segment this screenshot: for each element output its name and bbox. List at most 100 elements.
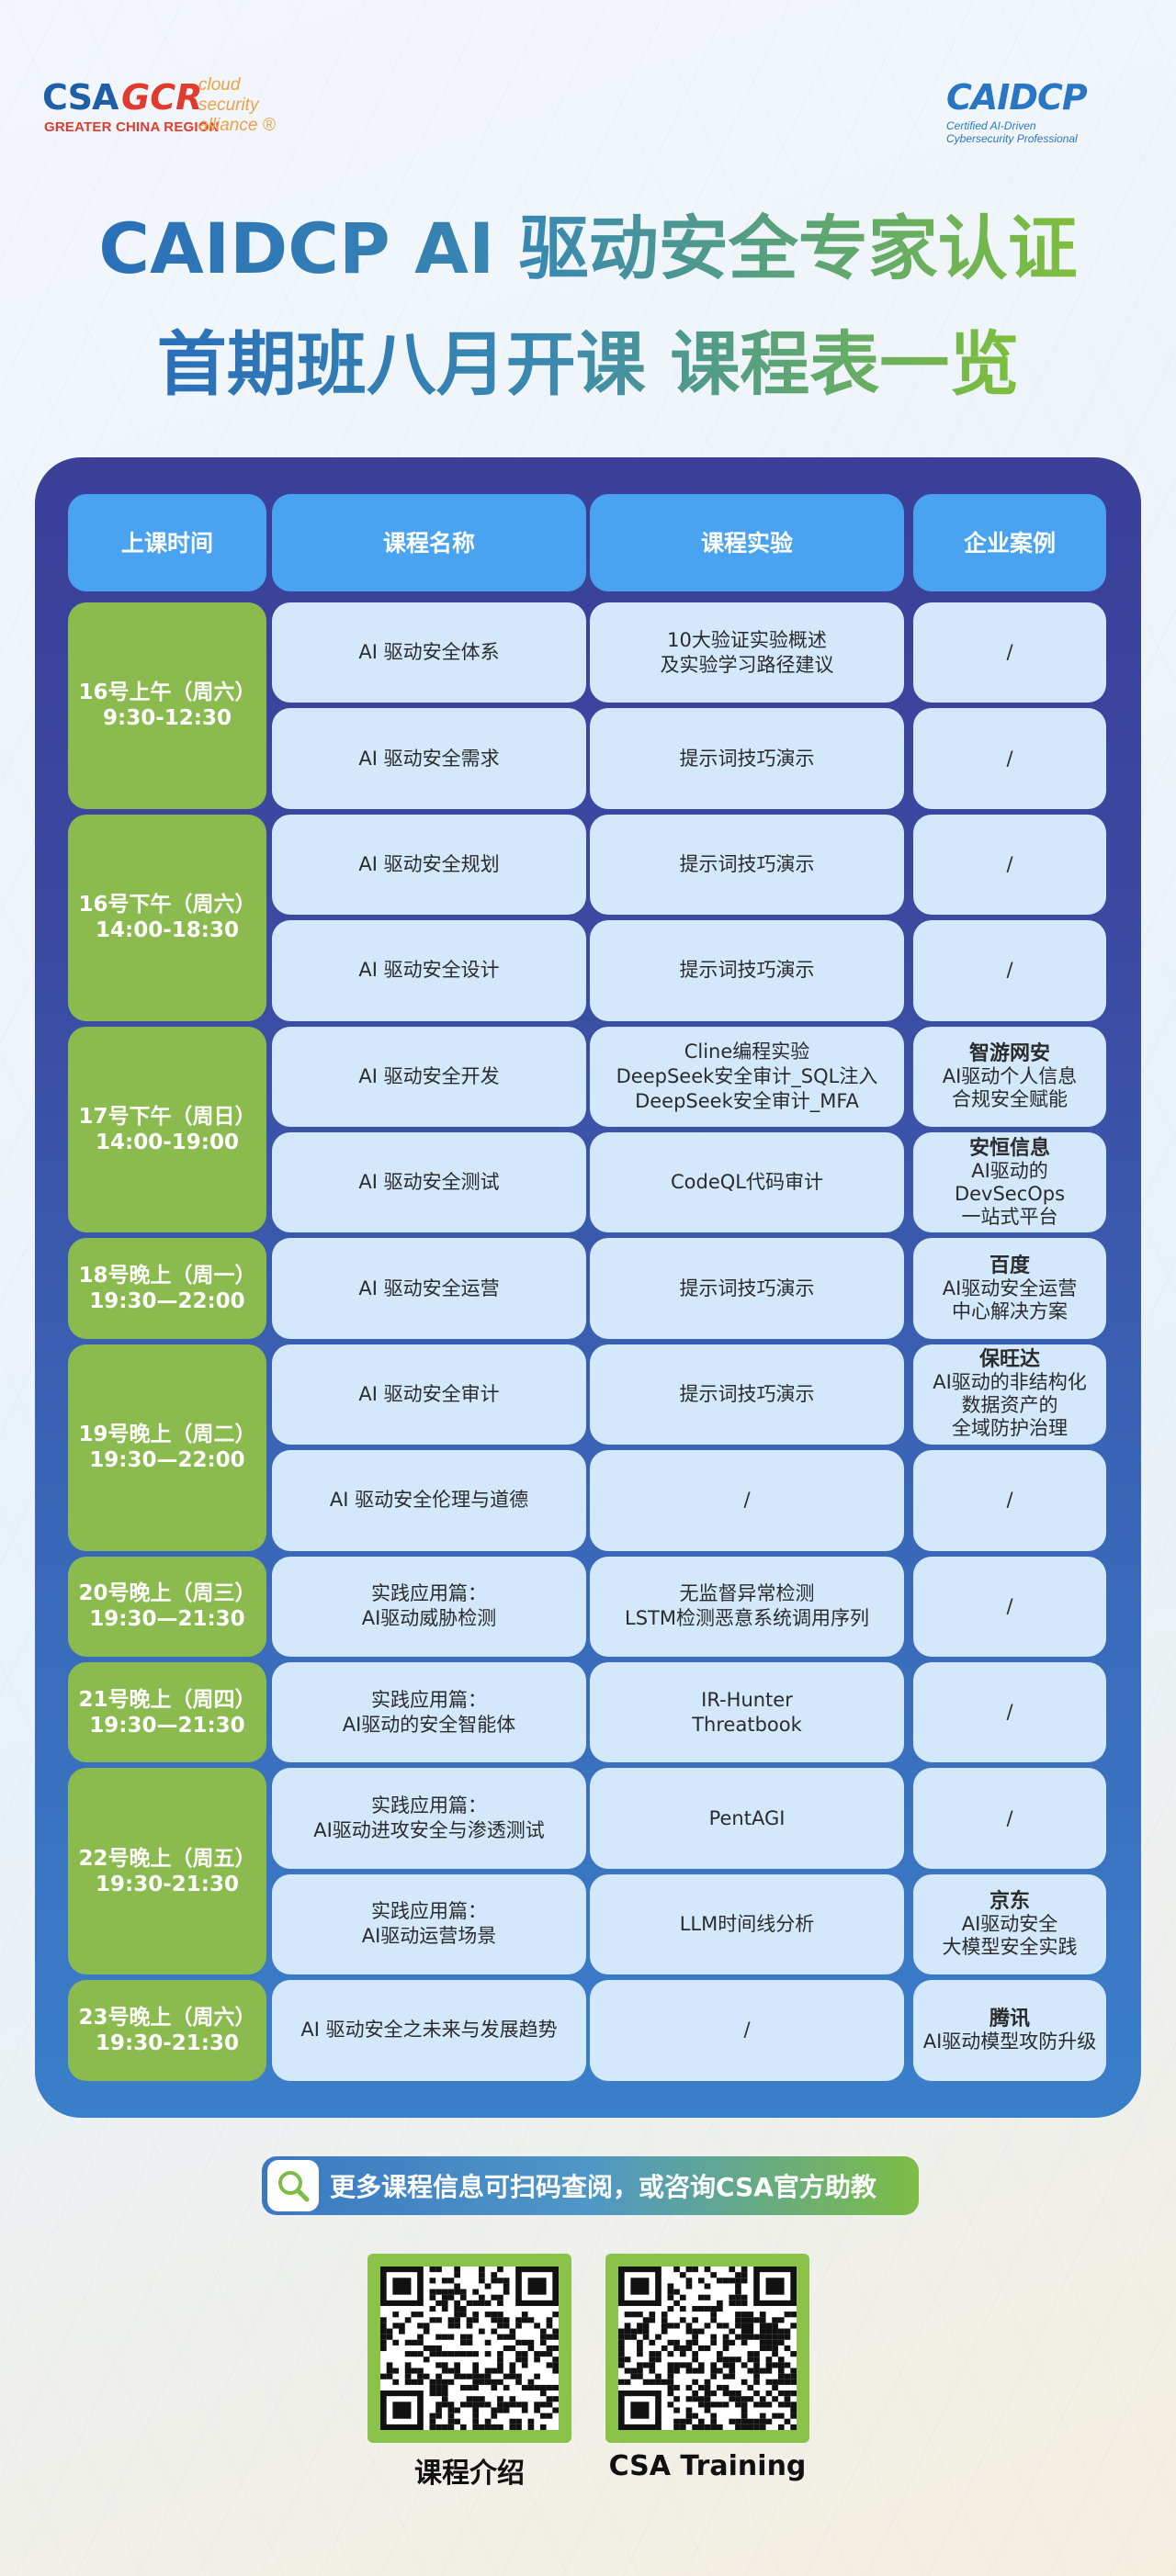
header-lab: 课程实验: [590, 494, 904, 591]
course-name: 实践应用篇： AI驱动进攻安全与渗透测试: [272, 1768, 586, 1869]
enterprise-case: /: [913, 1450, 1106, 1551]
caidcp-caption-line: Cybersecurity Professional: [946, 132, 1078, 145]
course-lab: 提示词技巧演示: [590, 1344, 904, 1445]
case-description: /: [1006, 747, 1013, 770]
logo-gcr-text: GCR: [121, 77, 203, 118]
qr-code-icon: [380, 2267, 559, 2430]
qr-code-icon: [618, 2267, 797, 2430]
banner-text: 更多课程信息可扫码查阅，或咨询CSA官方助教: [330, 2172, 876, 2202]
case-description: AI驱动安全运营 中心解决方案: [942, 1277, 1078, 1322]
logo-side-line: alliance ®: [198, 116, 276, 135]
course-name: AI 驱动安全运营: [272, 1238, 586, 1339]
logo-side-line: security: [198, 96, 259, 115]
case-description: /: [1006, 1806, 1013, 1829]
enterprise-case: /: [913, 1556, 1106, 1657]
case-company: 安恒信息: [968, 1136, 1050, 1160]
caidcp-logo: CAIDCP Certified AI-Driven Cybersecurity…: [946, 77, 1148, 151]
course-lab: 提示词技巧演示: [590, 708, 904, 809]
time-slot: 23号晚上（周六） 19:30-21:30: [68, 1980, 266, 2081]
case-description: AI驱动的非结构化 数据资产的 全域防护治理: [933, 1371, 1087, 1440]
enterprise-case: /: [913, 1768, 1106, 1869]
case-company: 智游网安: [968, 1041, 1050, 1065]
time-slot: 18号晚上（周一） 19:30—22:00: [68, 1238, 266, 1339]
caidcp-caption-line: Certified AI-Driven: [946, 119, 1036, 132]
course-lab: 10大验证实验概述 及实验学习路径建议: [590, 602, 904, 703]
case-description: /: [1006, 1594, 1013, 1617]
course-name: AI 驱动安全规划: [272, 814, 586, 916]
enterprise-case: /: [913, 920, 1106, 1021]
enterprise-case: /: [913, 602, 1106, 703]
course-lab: CodeQL代码审计: [590, 1132, 904, 1233]
enterprise-case: /: [913, 814, 1106, 916]
course-lab: /: [590, 1450, 904, 1551]
enterprise-case: /: [913, 708, 1106, 809]
course-lab: 提示词技巧演示: [590, 1238, 904, 1339]
course-lab: Cline编程实验 DeepSeek安全审计_SQL注入 DeepSeek安全审…: [590, 1026, 904, 1127]
enterprise-case: /: [913, 1662, 1106, 1763]
info-banner: 更多课程信息可扫码查阅，或咨询CSA官方助教: [262, 2156, 919, 2215]
logo-side-line: cloud: [198, 75, 241, 95]
case-description: AI驱动个人信息 合规安全赋能: [942, 1064, 1078, 1110]
case-company: 腾讯: [989, 2007, 1030, 2030]
course-name: AI 驱动安全需求: [272, 708, 586, 809]
course-lab: 提示词技巧演示: [590, 920, 904, 1021]
course-lab: 提示词技巧演示: [590, 814, 904, 916]
header-course: 课程名称: [272, 494, 586, 591]
course-name: AI 驱动安全开发: [272, 1026, 586, 1127]
caidcp-logo-caption: Certified AI-Driven Cybersecurity Profes…: [946, 119, 1148, 145]
page-title-line-1: CAIDCP AI 驱动安全专家认证: [98, 208, 1078, 289]
time-slot: 16号下午（周六） 14:00-18:30: [68, 814, 266, 1021]
course-lab: LLM时间线分析: [590, 1873, 904, 1975]
case-description: /: [1006, 852, 1013, 875]
qr-code-course-intro[interactable]: [368, 2254, 571, 2443]
case-description: /: [1006, 1701, 1013, 1724]
case-company: 京东: [989, 1889, 1030, 1913]
case-description: /: [1006, 641, 1013, 664]
case-description: /: [1006, 1489, 1013, 1512]
course-lab: IR-Hunter Threatbook: [590, 1662, 904, 1763]
qr-label-course-intro: 课程介绍: [414, 2458, 525, 2490]
page-title-line-2: 首期班八月开课 课程表一览: [156, 323, 1020, 405]
case-company: 保旺达: [978, 1348, 1040, 1372]
course-name: AI 驱动安全测试: [272, 1132, 586, 1233]
header-case: 企业案例: [913, 494, 1106, 591]
case-description: AI驱动安全 大模型安全实践: [942, 1912, 1078, 1958]
qr-code-csa-training[interactable]: [605, 2254, 809, 2443]
course-lab: 无监督异常检测 LSTM检测恶意系统调用序列: [590, 1556, 904, 1657]
case-description: AI驱动模型攻防升级: [922, 2030, 1097, 2053]
qr-label-csa-training: CSA Training: [608, 2450, 807, 2482]
course-name: 实践应用篇： AI驱动的安全智能体: [272, 1662, 586, 1763]
time-slot: 21号晚上（周四） 19:30—21:30: [68, 1662, 266, 1763]
course-lab: PentAGI: [590, 1768, 904, 1869]
time-slot: 17号下午（周日） 14:00-19:00: [68, 1026, 266, 1233]
course-name: AI 驱动安全审计: [272, 1344, 586, 1445]
header-time: 上课时间: [68, 494, 266, 591]
course-name: 实践应用篇： AI驱动运营场景: [272, 1873, 586, 1975]
logo-side-text: cloud security alliance ®: [198, 75, 276, 136]
course-name: AI 驱动安全伦理与道德: [272, 1450, 586, 1551]
course-name: 实践应用篇： AI驱动威胁检测: [272, 1556, 586, 1657]
course-name: AI 驱动安全之未来与发展趋势: [272, 1980, 586, 2081]
time-slot: 16号上午（周六） 9:30-12:30: [68, 602, 266, 809]
course-name: AI 驱动安全体系: [272, 602, 586, 703]
search-icon: [267, 2160, 319, 2211]
caidcp-logo-mark: CAIDCP: [946, 77, 1088, 118]
course-lab: /: [590, 1980, 904, 2081]
time-slot: 22号晚上（周五） 19:30-21:30: [68, 1768, 266, 1975]
time-slot: 19号晚上（周二） 19:30—22:00: [68, 1344, 266, 1551]
case-company: 百度: [989, 1254, 1030, 1277]
case-description: /: [1006, 959, 1013, 982]
course-name: AI 驱动安全设计: [272, 920, 586, 1021]
csa-gcr-logo: CSA GCR GREATER CHINA REGION cloud secur…: [42, 75, 300, 141]
case-description: AI驱动的 DevSecOps 一站式平台: [954, 1159, 1066, 1228]
time-slot: 20号晚上（周三） 19:30—21:30: [68, 1556, 266, 1657]
logo-csa-text: CSA: [42, 77, 119, 118]
logo-region-text: GREATER CHINA REGION: [44, 119, 220, 135]
